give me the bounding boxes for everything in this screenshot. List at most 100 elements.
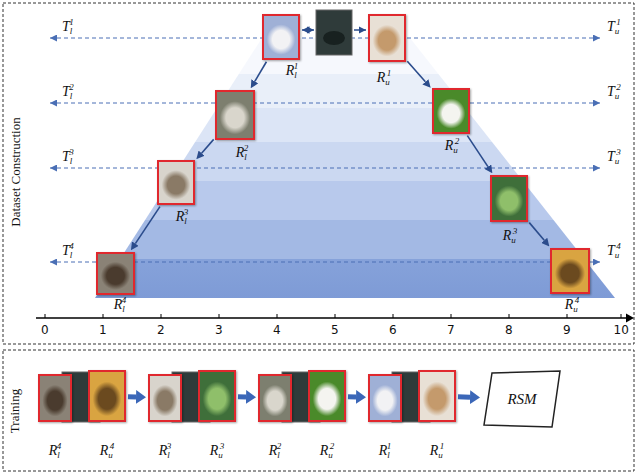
image-tile: Rl2	[215, 90, 255, 140]
region-label: Rl1	[379, 442, 391, 460]
symbol-subscript: u	[615, 91, 620, 101]
region-label: Ru3	[210, 442, 224, 460]
region-label: Rl3	[176, 208, 188, 226]
region-label: Rl1	[286, 62, 298, 80]
axis-tick-label: 4	[273, 323, 281, 337]
flow-arrow	[255, 62, 267, 82]
region-label: Ru4	[100, 442, 114, 460]
symbol-subscript: l	[70, 91, 73, 101]
axis-tick	[393, 314, 394, 318]
flow-arrow	[128, 394, 136, 399]
flow-arrow	[529, 223, 544, 241]
threshold-label: Tu3	[607, 147, 621, 166]
symbol-subscript: l	[70, 156, 73, 166]
flow-arrow	[202, 139, 214, 153]
axis-tick	[277, 314, 278, 318]
symbol-subscript: l	[294, 70, 297, 80]
region-label: Rl3	[159, 442, 171, 460]
symbol-subscript: u	[511, 235, 516, 245]
axis-tick	[509, 314, 510, 318]
symbol-subscript: u	[328, 450, 333, 460]
symbol-superscript: 1	[387, 68, 392, 78]
region-label: Ru4	[565, 296, 579, 314]
symbol-subscript: l	[184, 216, 187, 226]
symbol-superscript: 3	[184, 207, 189, 217]
pair-arrow	[302, 29, 314, 31]
image-tile: Ru3	[198, 370, 236, 422]
region-label: Ru1	[430, 442, 444, 460]
axis-tick-label: 8	[505, 323, 513, 337]
symbol-base: R	[176, 209, 185, 224]
axis-line	[36, 317, 627, 319]
symbol-subscript: l	[244, 152, 247, 162]
image-tile: Rl3	[157, 160, 195, 205]
symbol-base: T	[62, 149, 70, 164]
symbol-base: T	[607, 84, 615, 99]
image-tile: Ru3	[490, 175, 528, 222]
symbol-superscript: 4	[110, 441, 115, 451]
symbol-base: R	[210, 443, 219, 458]
threshold-label: Tl1	[62, 17, 74, 36]
symbol-base: T	[62, 19, 70, 34]
panel-frame	[3, 350, 634, 471]
axis-tick	[335, 314, 336, 318]
pair-arrow	[354, 29, 366, 31]
threshold-label: Tu1	[607, 17, 621, 36]
axis-ticks	[45, 314, 621, 318]
axis-tick-label: 0	[41, 323, 49, 337]
symbol-superscript: 2	[69, 82, 74, 92]
symbol-superscript: 3	[167, 441, 172, 451]
image-tile: Rl2	[258, 374, 292, 422]
symbol-subscript: u	[615, 250, 620, 260]
image-tile: Rl1	[368, 374, 402, 422]
symbol-base: T	[607, 19, 615, 34]
threshold-label: Tl2	[62, 82, 74, 101]
symbol-base: R	[565, 297, 574, 312]
symbol-base: R	[286, 63, 295, 78]
image-tile: Ru1	[368, 14, 406, 62]
symbol-superscript: 2	[616, 82, 621, 92]
image-tile: Ru1	[418, 370, 456, 422]
symbol-subscript: u	[615, 156, 620, 166]
symbol-superscript: 3	[220, 441, 225, 451]
model-name: RSM	[507, 392, 536, 407]
symbol-subscript: l	[57, 450, 60, 460]
image-tile: Rl4	[38, 374, 72, 422]
symbol-subscript: l	[70, 26, 73, 36]
threshold-label: Tl4	[62, 241, 74, 260]
threshold-label: Tu4	[607, 241, 621, 260]
symbol-base: R	[379, 443, 388, 458]
axis-tick-label: 5	[331, 323, 339, 337]
axis-tick-label: 9	[563, 323, 571, 337]
symbol-superscript: 2	[330, 441, 335, 451]
symbol-superscript: 4	[616, 241, 621, 251]
symbol-base: R	[377, 70, 386, 85]
image-tile: Ru2	[432, 88, 470, 134]
axis-tick	[103, 314, 104, 318]
symbol-base: T	[607, 243, 615, 258]
symbol-superscript: 1	[69, 17, 74, 27]
threshold-line	[50, 103, 600, 104]
symbol-base: R	[49, 443, 58, 458]
symbol-subscript: l	[122, 304, 125, 314]
axis-arrow	[626, 314, 634, 323]
flow-arrow	[458, 394, 470, 399]
symbol-subscript: u	[573, 304, 578, 314]
image-tile: Rl4	[96, 252, 135, 295]
flow-arrow	[467, 136, 488, 167]
image-tile: Ru4	[550, 248, 590, 294]
region-label: Rl4	[114, 296, 126, 314]
model-box: RSM	[482, 370, 562, 428]
symbol-superscript: 4	[57, 441, 62, 451]
symbol-superscript: 4	[122, 295, 127, 305]
axis-tick-label: 10	[614, 323, 629, 337]
section-label: Dataset Construction	[7, 117, 23, 226]
section-label: Training	[7, 389, 23, 433]
symbol-superscript: 1	[387, 441, 392, 451]
symbol-subscript: u	[438, 450, 443, 460]
symbol-subscript: u	[108, 450, 113, 460]
axis-tick	[219, 314, 220, 318]
region-label: Rl2	[236, 144, 248, 162]
symbol-base: R	[430, 443, 439, 458]
image-tile: Rl3	[148, 374, 182, 422]
